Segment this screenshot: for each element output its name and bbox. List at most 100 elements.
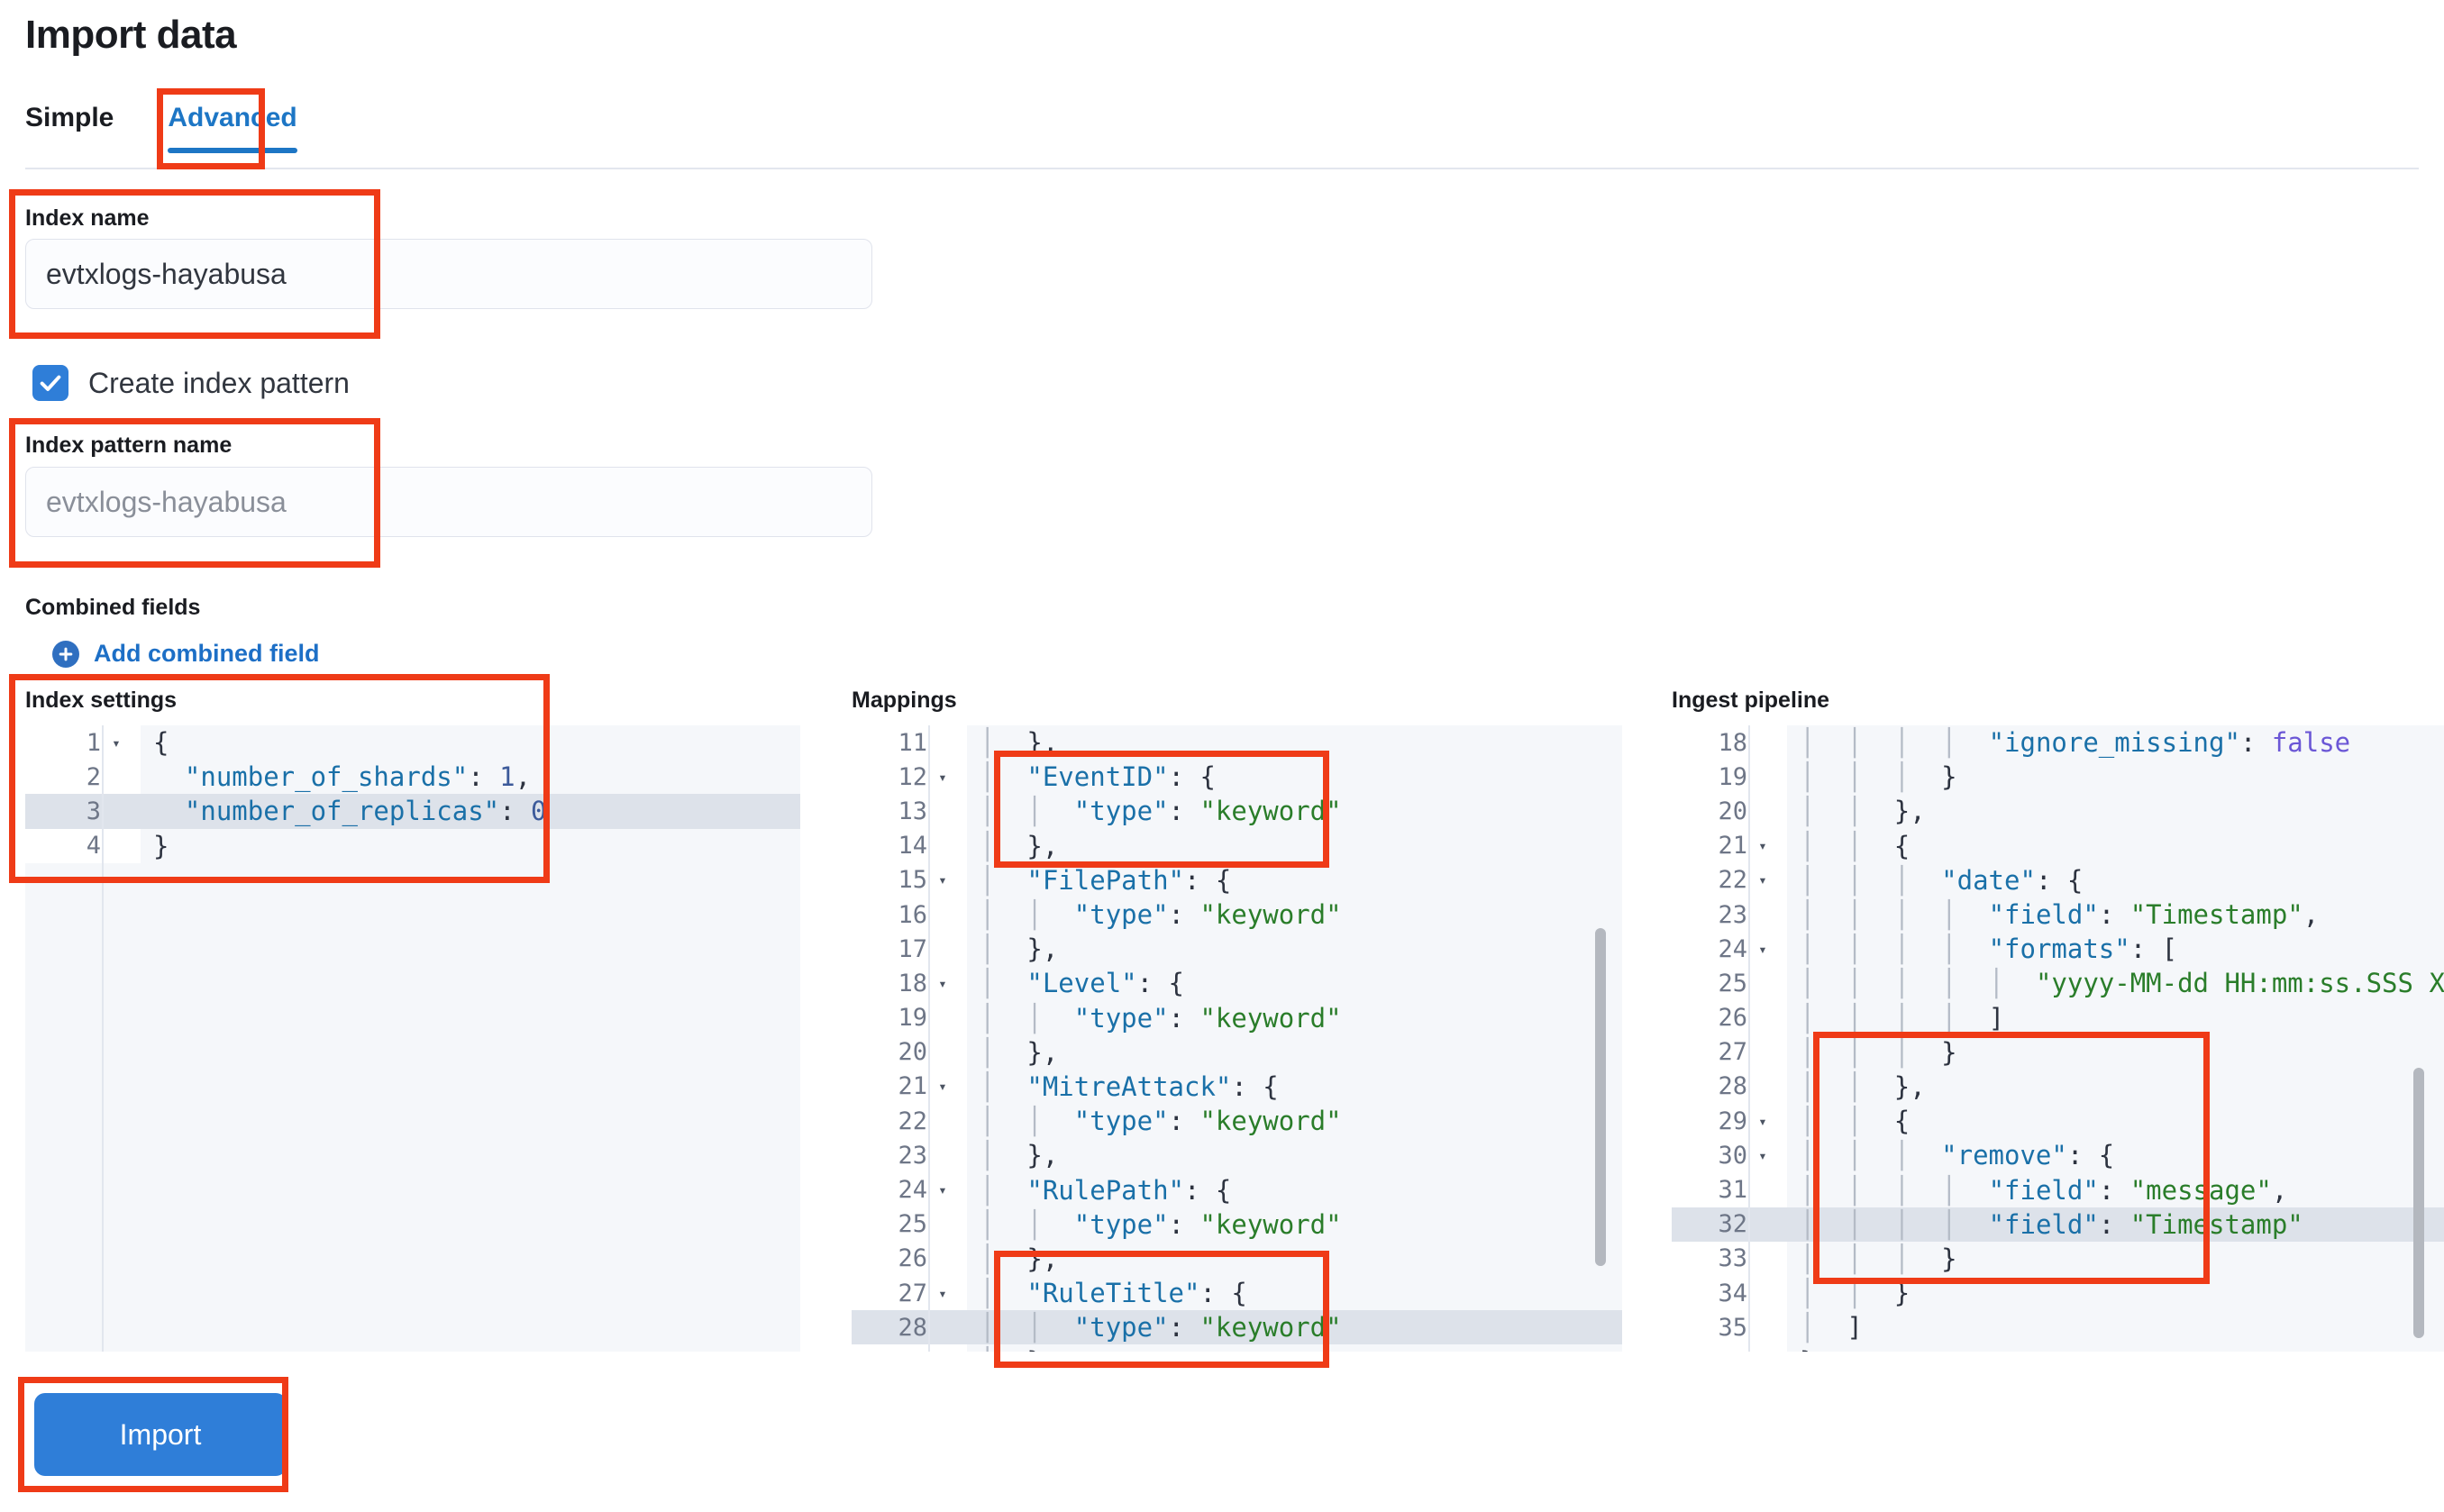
- fold-spacer: [931, 1344, 954, 1352]
- ingest-pipeline-line[interactable]: 24▾│ │ │ │ "formats": [: [1672, 932, 2444, 967]
- ingest-pipeline-line[interactable]: 22▾│ │ │ "date": {: [1672, 862, 2444, 897]
- mappings-line[interactable]: 26│ },: [852, 1241, 1622, 1276]
- fold-arrow-icon[interactable]: ▾: [931, 966, 954, 1001]
- index-settings-line-code: "number_of_replicas": 0: [184, 796, 547, 827]
- mappings-line[interactable]: 27▾│ "RuleTitle": {: [852, 1276, 1622, 1311]
- fold-arrow-icon[interactable]: ▾: [931, 862, 954, 897]
- mappings-line-number: 24: [852, 1172, 931, 1207]
- mappings-line[interactable]: 11│ },: [852, 725, 1622, 761]
- mappings-line[interactable]: 23│ },: [852, 1138, 1622, 1173]
- tab-advanced[interactable]: Advanced: [141, 97, 320, 153]
- index-settings-gutter-gap: [128, 760, 141, 795]
- mappings-line[interactable]: 24▾│ "RulePath": {: [852, 1172, 1622, 1207]
- index-name-input[interactable]: evtxlogs-hayabusa: [25, 239, 872, 309]
- fold-arrow-icon[interactable]: ▾: [931, 1069, 954, 1105]
- check-icon[interactable]: [32, 365, 68, 401]
- mappings-line[interactable]: 28│ │ "type": "keyword": [852, 1310, 1622, 1345]
- ingest-pipeline-scrollbar[interactable]: [2413, 1068, 2424, 1338]
- ingest-pipeline-line[interactable]: 28│ │ },: [1672, 1069, 2444, 1105]
- mappings-line[interactable]: 13│ │ "type": "keyword": [852, 794, 1622, 829]
- ingest-pipeline-line[interactable]: 25│ │ │ │ │ "yyyy-MM-dd HH:mm:ss.SSS XXX…: [1672, 966, 2444, 1001]
- mappings-line-code: │ "RuleTitle": {: [980, 1278, 1247, 1309]
- ingest-pipeline-line[interactable]: 18│ │ │ │ "ignore_missing": false: [1672, 725, 2444, 761]
- fold-spacer: [931, 725, 954, 761]
- fold-spacer: [931, 897, 954, 933]
- ingest-pipeline-line[interactable]: 26│ │ │ │ ]: [1672, 1000, 2444, 1035]
- ingest-pipeline-line[interactable]: 20│ │ },: [1672, 794, 2444, 829]
- ingest-pipeline-line[interactable]: 32│ │ │ │ "field": "Timestamp": [1672, 1207, 2444, 1242]
- add-combined-field-label: Add combined field: [94, 640, 320, 667]
- mappings-line[interactable]: 18▾│ "Level": {: [852, 966, 1622, 1001]
- ingest-pipeline-gutter-gap: [1774, 862, 1787, 897]
- fold-arrow-icon[interactable]: ▾: [931, 760, 954, 795]
- index-pattern-name-input[interactable]: evtxlogs-hayabusa: [25, 467, 872, 537]
- mappings-gutter-gap: [954, 794, 967, 829]
- mappings-line-number: 23: [852, 1138, 931, 1173]
- mappings-line-number: 28: [852, 1310, 931, 1345]
- fold-arrow-icon[interactable]: ▾: [1751, 862, 1774, 897]
- fold-arrow-icon[interactable]: ▾: [1751, 1104, 1774, 1139]
- mappings-line-number: 16: [852, 897, 931, 933]
- add-combined-field-button[interactable]: Add combined field: [52, 640, 320, 668]
- fold-arrow-icon[interactable]: ▾: [1751, 828, 1774, 863]
- mappings-editor[interactable]: 11│ },12▾│ "EventID": {13│ │ "type": "ke…: [852, 725, 1622, 1352]
- mappings-line[interactable]: 14│ },: [852, 828, 1622, 863]
- mappings-gutter-gap: [954, 1104, 967, 1139]
- ingest-pipeline-line[interactable]: 35│ ]: [1672, 1310, 2444, 1345]
- ingest-pipeline-line[interactable]: 27│ │ │ }: [1672, 1034, 2444, 1070]
- mappings-line-code: │ },: [980, 1036, 1059, 1068]
- fold-spacer: [1751, 725, 1774, 761]
- fold-arrow-icon[interactable]: ▾: [105, 725, 128, 761]
- fold-spacer: [1751, 1344, 1774, 1352]
- ingest-pipeline-gutter-gap: [1774, 1344, 1787, 1352]
- ingest-pipeline-line-code: │ │ {: [1800, 830, 1911, 861]
- tab-simple[interactable]: Simple: [25, 103, 114, 132]
- mappings-gutter-gap: [954, 828, 967, 863]
- mappings-line[interactable]: 15▾│ "FilePath": {: [852, 862, 1622, 897]
- ingest-pipeline-line[interactable]: 29▾│ │ {: [1672, 1104, 2444, 1139]
- mappings-line[interactable]: 29│ },: [852, 1344, 1622, 1352]
- mappings-line[interactable]: 21▾│ "MitreAttack": {: [852, 1069, 1622, 1105]
- fold-spacer: [931, 1241, 954, 1276]
- fold-arrow-icon[interactable]: ▾: [931, 1276, 954, 1311]
- fold-arrow-icon[interactable]: ▾: [1751, 1138, 1774, 1173]
- mappings-line-code: │ │ "type": "keyword": [980, 1106, 1342, 1137]
- mappings-line[interactable]: 19│ │ "type": "keyword": [852, 1000, 1622, 1035]
- index-settings-editor[interactable]: 1▾{2 "number_of_shards": 1,3 "number_of_…: [25, 725, 800, 1352]
- index-settings-line[interactable]: 1▾{: [25, 725, 800, 761]
- index-settings-line[interactable]: 3 "number_of_replicas": 0: [25, 794, 800, 829]
- index-settings-line[interactable]: 2 "number_of_shards": 1,: [25, 760, 800, 795]
- mappings-line[interactable]: 20│ },: [852, 1034, 1622, 1070]
- ingest-pipeline-line-number: 31: [1672, 1172, 1751, 1207]
- mappings-line[interactable]: 17│ },: [852, 932, 1622, 967]
- create-index-pattern-row[interactable]: Create index pattern: [32, 365, 350, 401]
- index-settings-line[interactable]: 4}: [25, 828, 800, 863]
- mappings-line[interactable]: 22│ │ "type": "keyword": [852, 1104, 1622, 1139]
- ingest-pipeline-line[interactable]: 30▾│ │ │ "remove": {: [1672, 1138, 2444, 1173]
- ingest-pipeline-gutter-gap: [1774, 932, 1787, 967]
- mappings-line[interactable]: 12▾│ "EventID": {: [852, 760, 1622, 795]
- ingest-pipeline-line[interactable]: 34│ │ }: [1672, 1276, 2444, 1311]
- mappings-title: Mappings: [852, 688, 957, 713]
- plus-circle-icon[interactable]: [52, 640, 79, 668]
- fold-spacer: [1751, 1310, 1774, 1345]
- ingest-pipeline-line-number: 33: [1672, 1241, 1751, 1276]
- mappings-line[interactable]: 25│ │ "type": "keyword": [852, 1207, 1622, 1242]
- mappings-line[interactable]: 16│ │ "type": "keyword": [852, 897, 1622, 933]
- ingest-pipeline-line[interactable]: 33│ │ │ }: [1672, 1241, 2444, 1276]
- ingest-pipeline-line-code: }: [1787, 1344, 2444, 1352]
- mappings-scrollbar[interactable]: [1595, 928, 1606, 1266]
- fold-arrow-icon[interactable]: ▾: [931, 1172, 954, 1207]
- ingest-pipeline-line[interactable]: 23│ │ │ │ "field": "Timestamp",: [1672, 897, 2444, 933]
- ingest-pipeline-line[interactable]: 36}: [1672, 1344, 2444, 1352]
- mappings-gutter-gap: [954, 862, 967, 897]
- ingest-pipeline-gutter-gap: [1774, 1172, 1787, 1207]
- import-button[interactable]: Import: [34, 1393, 287, 1476]
- ingest-pipeline-line[interactable]: 19│ │ │ }: [1672, 760, 2444, 795]
- mappings-line-number: 26: [852, 1241, 931, 1276]
- fold-arrow-icon[interactable]: ▾: [1751, 932, 1774, 967]
- ingest-pipeline-line[interactable]: 21▾│ │ {: [1672, 828, 2444, 863]
- ingest-pipeline-line[interactable]: 31│ │ │ │ "field": "message",: [1672, 1172, 2444, 1207]
